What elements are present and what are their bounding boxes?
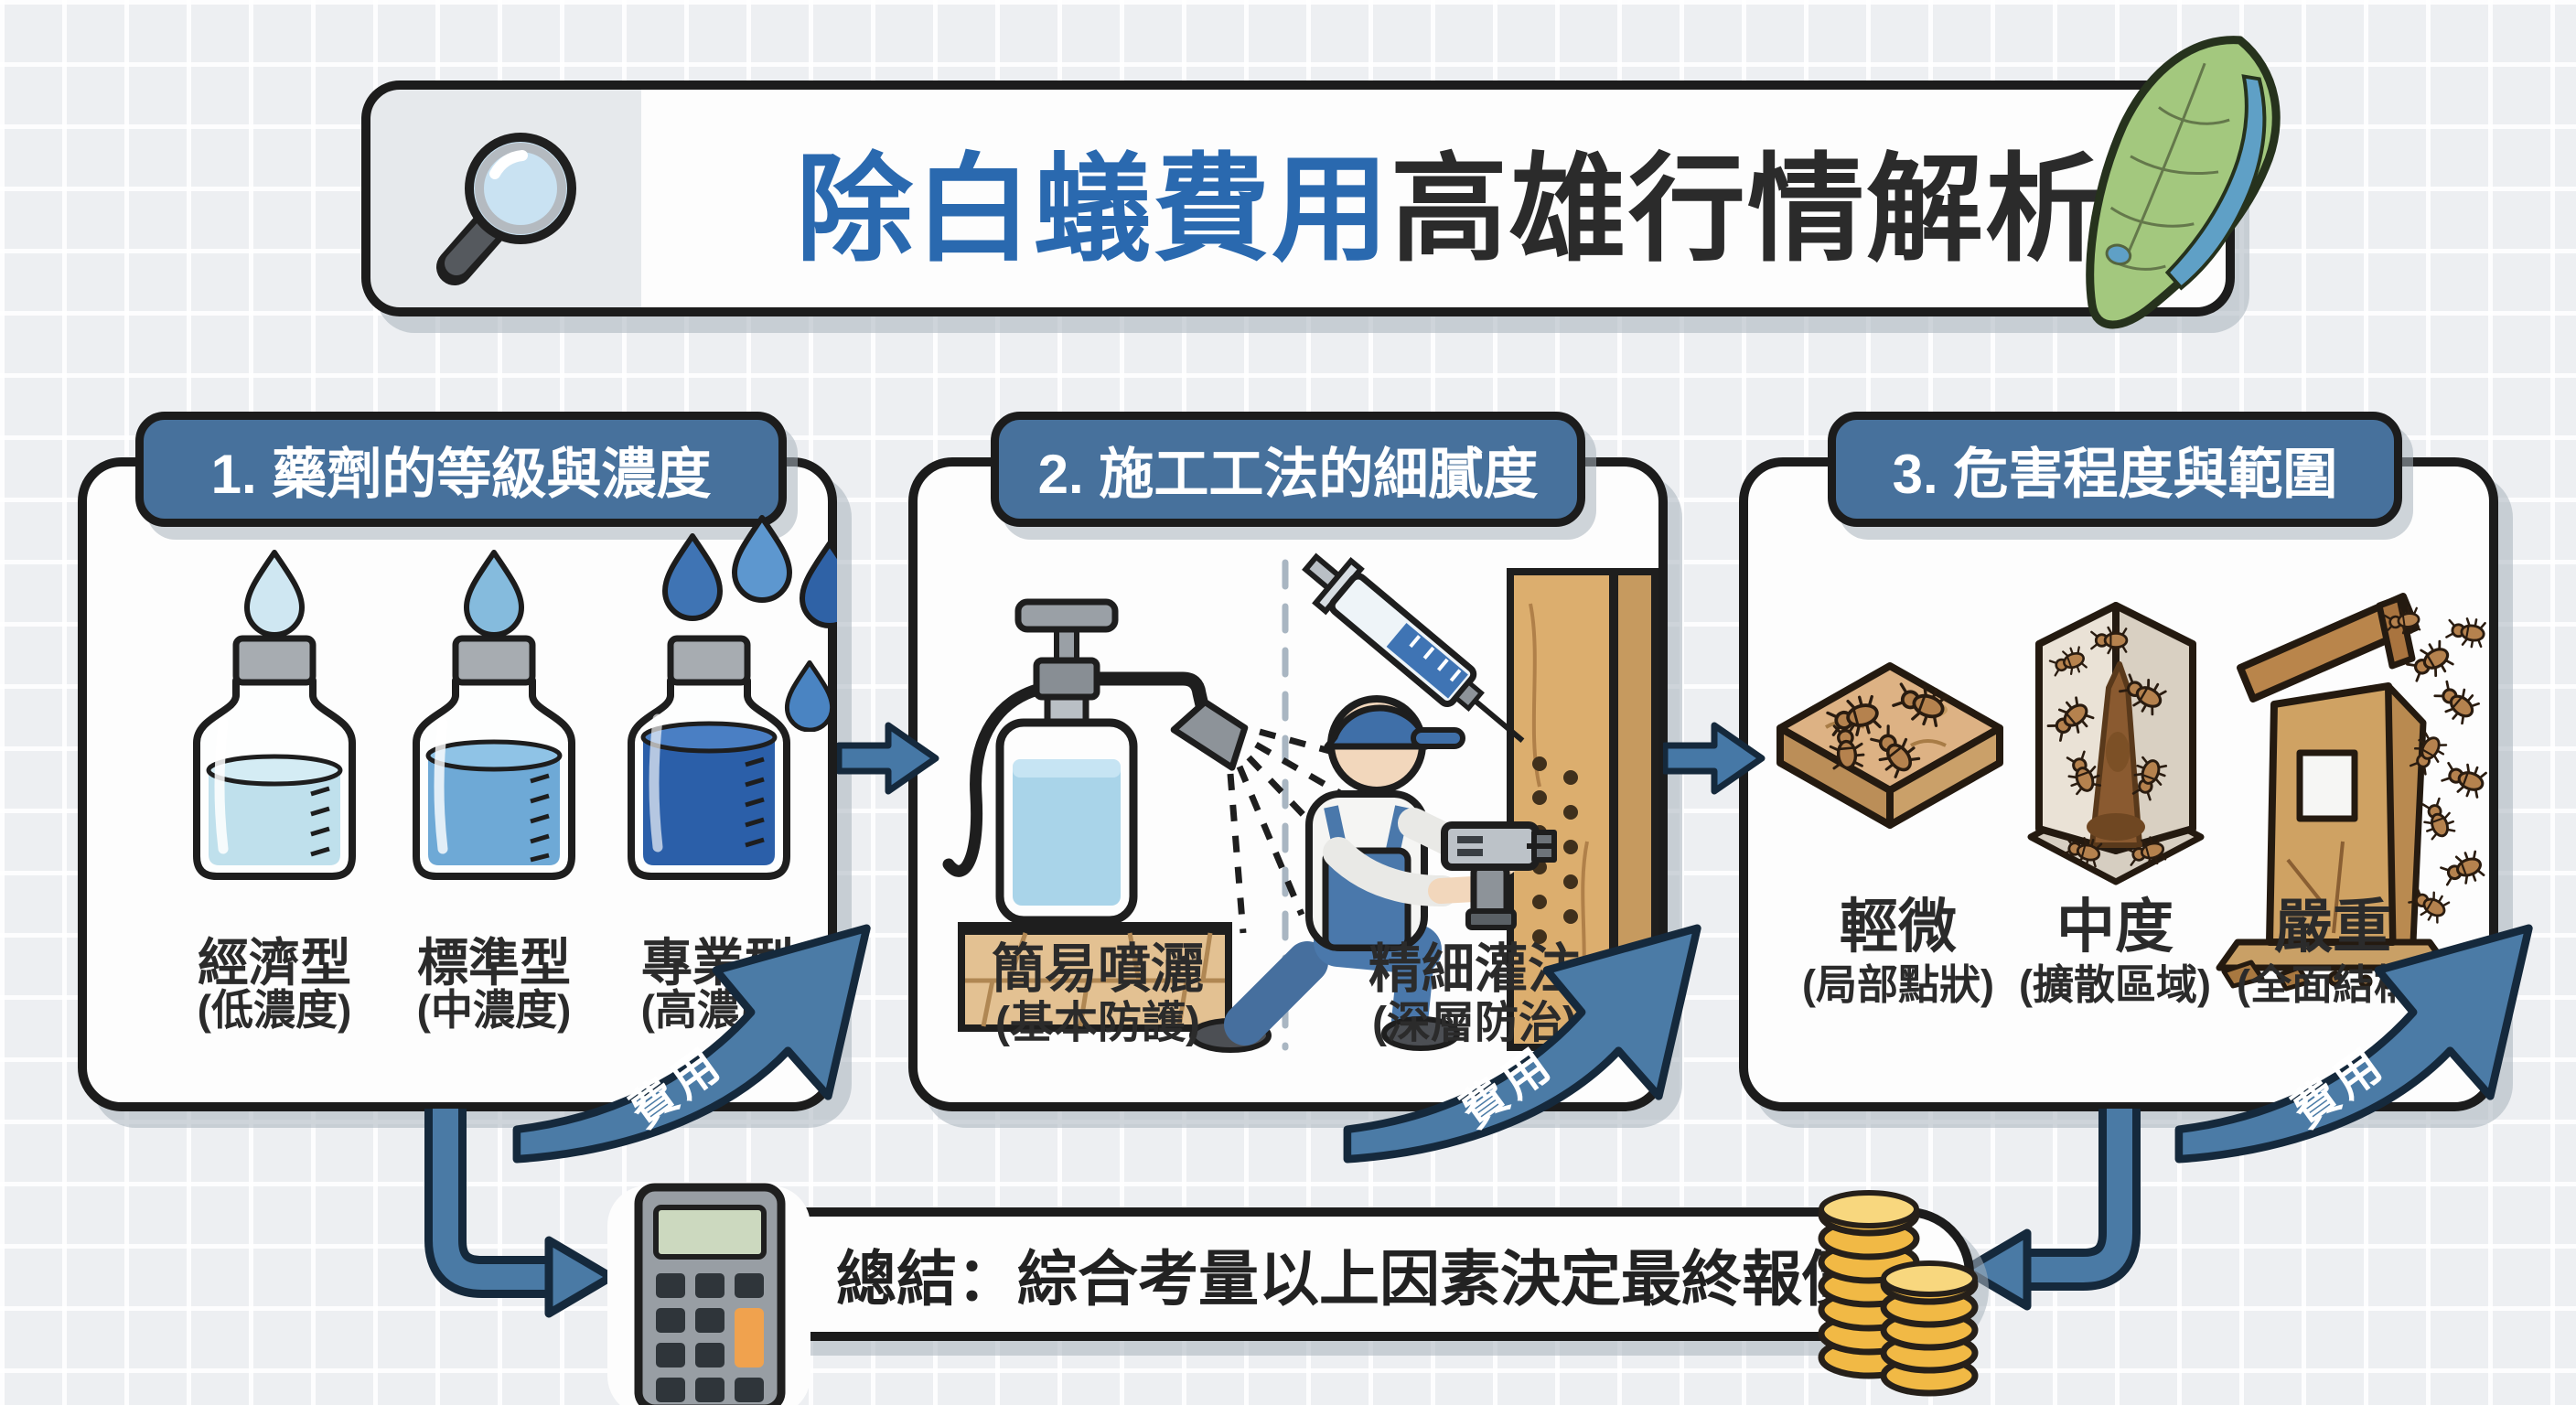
damage-light-sub: (局部點狀) [1802,961,1994,1008]
sprayer-icon [942,598,1394,934]
page-title: 除白蟻費用高雄行情解析 [672,90,2227,307]
concentration-drops-icon [244,515,837,732]
panel-damage-header-text: 3. 危害程度與範圍 [1892,443,2338,505]
page-title-highlight: 除白蟻費用 [795,144,1390,275]
damage-medium-sub: (擴散區域) [2019,961,2211,1008]
damage-medium-label: 中度 [2056,894,2174,960]
damage-severe-label: 嚴重 [2274,894,2391,960]
arrow-panel2-to-panel3-icon [1663,722,1766,795]
calculator-icon [634,1183,786,1405]
damage-light-label: 輕微 [1840,894,1957,960]
method-spray-label: 簡易噴灑 [991,939,1204,999]
cost-arrow-chemical: 費用 [512,924,871,1164]
method-inject-sub: (深層防治) [1372,999,1577,1047]
panel-chemical-header: 1. 藥劑的等級與濃度 [135,412,787,527]
title-banner: 除白蟻費用高雄行情解析 [361,80,2235,316]
arrow-panel1-to-panel2-icon [837,722,939,795]
panel-method-header-text: 2. 施工工法的細膩度 [1037,443,1539,505]
taiwan-map-icon [2086,36,2281,329]
chemical-standard-sub: (中濃度) [416,986,572,1034]
summary-text: 總結：綜合考量以上因素決定最終報價 [836,1245,1862,1313]
summary-bar [617,1207,1974,1341]
cost-arrow-damage: 費用 [2174,924,2533,1164]
coins-icon [1818,1190,1979,1397]
arrow-to-calculator-icon [544,1236,616,1318]
wood-floor-icon [958,922,1232,1032]
damage-light-icon [1776,662,2003,829]
drill-icon [1441,821,1557,930]
page-title-rest: 高雄行情解析 [1390,144,2105,275]
cost-arrow-method: 費用 [1343,924,1701,1164]
injection-holes-icon [1532,756,1578,944]
chemical-economy-label: 經濟型 [198,934,351,992]
chemical-bottles-illustration [193,635,790,880]
panel-method-header: 2. 施工工法的細膩度 [991,412,1585,527]
worker-icon [1189,695,1557,1053]
damage-medium-icon [2027,602,2205,885]
magnifier-icon [436,133,576,285]
panel-damage-header: 3. 危害程度與範圍 [1828,412,2402,527]
syringe-icon [1302,552,1525,744]
chemical-standard-label: 標準型 [417,934,571,992]
chemical-economy-sub: (低濃度) [197,986,352,1034]
method-spray-sub: (基本防護) [995,999,1200,1047]
panel-chemical-header-text: 1. 藥劑的等級與濃度 [210,443,712,505]
